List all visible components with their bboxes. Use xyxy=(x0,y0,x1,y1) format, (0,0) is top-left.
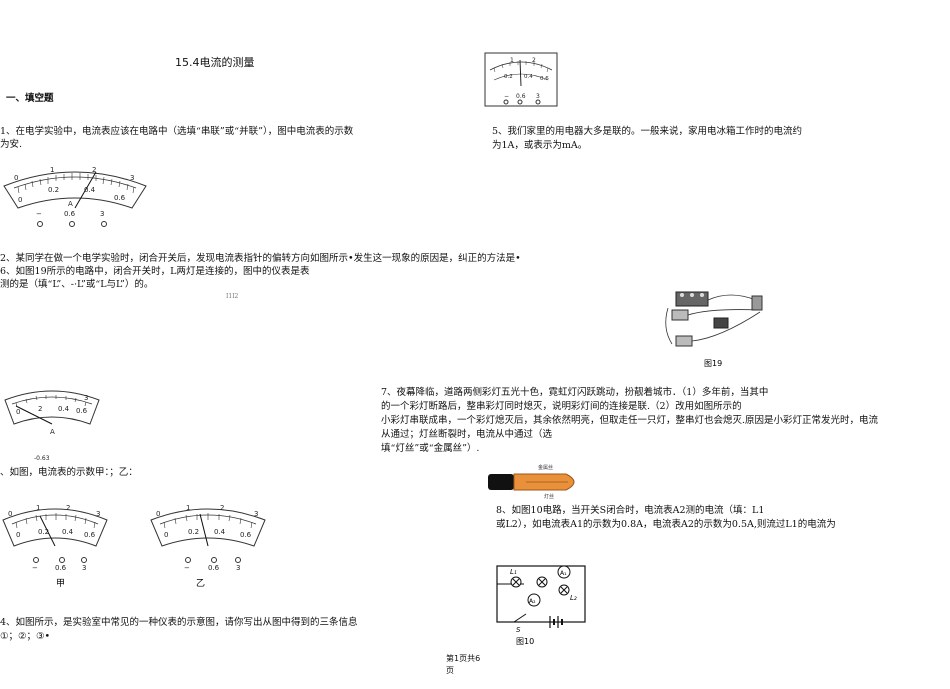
upper-tick-2: 2 xyxy=(92,166,96,174)
metal-wire-label: 金属丝 xyxy=(538,464,553,471)
question-7-line5: 填“灯丝”或“金属丝”）. xyxy=(381,443,480,454)
upper-tick-0: 0 xyxy=(14,174,18,182)
fig-jia-label: 甲 xyxy=(56,578,65,589)
q2-tick-2: 0.4 xyxy=(58,405,70,413)
jia-lower-2: 0.4 xyxy=(62,528,74,536)
upper-tick-1: 1 xyxy=(50,166,54,174)
yi-upper-2: 2 xyxy=(220,504,224,512)
fig10-A2: A₂ xyxy=(529,598,536,605)
question-7-line1: 7、夜幕降临，道路两侧彩灯五光十色，霓虹灯闪跃跳动，扮靓着城市．（1）多年前，当… xyxy=(381,387,769,398)
question-5-line1: 5、我们家里的用电器大多是联的。一般来说，家用电冰箱工作时的电流约 xyxy=(492,126,803,137)
fig10-caption: 图10 xyxy=(516,637,534,646)
page-title: 15.4电流的测量 xyxy=(175,56,255,69)
yi-lower-0: 0 xyxy=(164,531,168,539)
q2-tick-3: 0.6 xyxy=(76,407,88,415)
question-8-line1: 8、如图10电路，当开关S闭合时，电流表A2测的电流（填：L1 xyxy=(496,505,765,516)
circuit-figure-19: 图19 xyxy=(660,288,772,370)
q2-tick-top: 3 xyxy=(84,394,88,402)
jia-upper-3: 3 xyxy=(96,510,100,518)
bulb-figure: 金属丝 灯丝 xyxy=(486,462,586,500)
yi-upper-0: 0 xyxy=(156,510,160,518)
terminal-3: 3 xyxy=(100,210,104,218)
question-6-line1: 6、如图19所示的电路中，闭合开关时，L两灯是连接的，图中的仪表是表 xyxy=(0,266,310,277)
q4-lower-1: 0.2 xyxy=(504,74,513,80)
jia-lower-0: 0 xyxy=(16,531,20,539)
q2-tick-0: 0 xyxy=(16,408,20,416)
q2-partial-label: -0.63 xyxy=(34,455,50,462)
question-4-line1: 4、如图所示，是实验室中常见的一种仪表的示意图，请你写出从图中得到的三条信息 xyxy=(0,617,358,628)
yi-terminal-3: 3 xyxy=(236,564,240,572)
yi-upper-1: 1 xyxy=(186,504,190,512)
yi-lower-1: 0.2 xyxy=(188,528,199,536)
ammeter-figure-q1: 0 1 2 3 0 0.2 0.4 0.6 A − 0.6 3 xyxy=(0,160,150,232)
yi-terminal-06: 0.6 xyxy=(208,564,220,572)
fig-yi-label: 乙 xyxy=(196,578,205,589)
question-1-line1: 1、在电学实验中，电流表应该在电路中（选填“串联”或“并联”），图中电流表的示数 xyxy=(0,126,354,137)
lower-tick-2: 0.4 xyxy=(84,186,96,194)
jia-lower-1: 0.2 xyxy=(38,528,49,536)
jia-upper-1: 1 xyxy=(36,504,40,512)
question-1-line2: 为安. xyxy=(0,139,23,150)
fig10-A1: A₁ xyxy=(560,570,567,577)
lower-tick-3: 0.6 xyxy=(114,194,126,202)
q2-tick-1: 2 xyxy=(38,405,42,413)
question-7-line3: 小彩灯串联成串，一个彩灯熄灭后，其余依然明亮，但取走任一只灯，整串灯也会熄灭.原… xyxy=(381,415,879,426)
jia-upper-2: 2 xyxy=(66,504,70,512)
ammeter-figure-q2: 0 2 0.4 0.6 3 A -0.63 xyxy=(2,386,102,462)
jia-lower-3: 0.6 xyxy=(84,531,96,539)
ammeter-figure-yi: 0 1 2 3 0 0.2 0.4 0.6 − 0.6 3 乙 xyxy=(148,500,268,590)
terminal-06: 0.6 xyxy=(64,210,76,218)
question-6-line2: 测的是（填“L”、-·L”或“L与L”）的。 xyxy=(0,279,154,290)
q4-lower-3: 0.6 xyxy=(540,76,549,82)
page-footer-line1: 第1页共6 xyxy=(446,654,481,663)
fig19-caption: 图19 xyxy=(704,359,722,368)
circuit-figure-10: L₁ A₁ A₂ L₂ S 图10 xyxy=(494,560,590,648)
yi-lower-3: 0.6 xyxy=(240,531,252,539)
question-7-line2: 的一个彩灯断路后，整串彩灯同时熄灭，说明彩灯间的连接是联.（2）改用如图所示的 xyxy=(381,401,742,412)
ammeter-figure-q4: 1 2 0.2 0.4 0.6 − 0.6 3 xyxy=(484,52,558,108)
question-4-line2: ①；②；③• xyxy=(0,631,51,642)
yi-terminal-minus: − xyxy=(184,564,190,572)
filament-label: 灯丝 xyxy=(544,493,554,500)
fig10-S: S xyxy=(516,626,521,634)
upper-tick-3: 3 xyxy=(130,174,134,182)
q4-lower-2: 0.4 xyxy=(524,74,533,80)
jia-terminal-3: 3 xyxy=(82,564,86,572)
q2-unit: A xyxy=(50,428,55,436)
q4-terminal-minus: − xyxy=(504,93,509,100)
q4-upper-2: 2 xyxy=(532,57,536,64)
page-footer-line2: 页 xyxy=(446,666,454,675)
tiny-label: I1I2 xyxy=(226,293,239,300)
question-2: 2、某同学在做一个电学实验时，闭合开关后，发现电流表指针的偏转方向如图所示•发生… xyxy=(0,253,521,264)
fig10-L1: L₁ xyxy=(510,568,517,576)
jia-terminal-06: 0.6 xyxy=(55,564,67,572)
question-5-line2: 为1A，或表示为mA。 xyxy=(492,140,588,151)
yi-upper-3: 3 xyxy=(254,510,258,518)
lower-tick-1: 0.2 xyxy=(48,186,59,194)
question-3: 、如图，电流表的示数甲：；乙： xyxy=(0,467,138,478)
question-8-line2: 或L2），如电流表A1的示数为0.8A，电流表A2的示数为0.5A,则流过L1的… xyxy=(496,519,836,530)
question-7-line4: 从通过；灯丝断裂时，电流从中通过（选 xyxy=(381,429,553,440)
q4-terminal-06: 0.6 xyxy=(516,93,526,100)
q4-terminal-3: 3 xyxy=(536,93,540,100)
jia-terminal-minus: − xyxy=(32,564,38,572)
q4-upper-1: 1 xyxy=(510,57,514,64)
section-heading: 一、填空题 xyxy=(6,93,54,104)
yi-lower-2: 0.4 xyxy=(214,528,226,536)
terminal-minus: − xyxy=(36,210,42,218)
ammeter-figure-jia: 0 1 2 3 0 0.2 0.4 0.6 − 0.6 3 甲 xyxy=(0,500,110,590)
jia-upper-0: 0 xyxy=(8,510,12,518)
unit-label: A xyxy=(68,200,73,208)
fig10-L2: L₂ xyxy=(570,594,577,602)
lower-tick-0: 0 xyxy=(18,196,22,204)
